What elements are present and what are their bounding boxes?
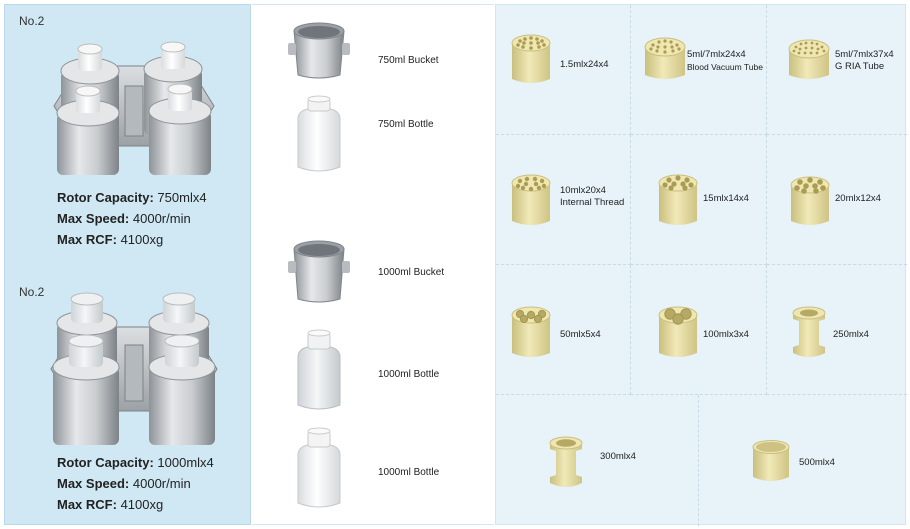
adapter-cell-10: 300mlx4	[496, 395, 699, 526]
rotor-1-image	[53, 41, 215, 175]
adapter-cell-6: 20mlx12x4	[767, 135, 907, 265]
rotor-2-image	[50, 292, 218, 445]
adapter-cell-5: 15mlx14x4	[631, 135, 767, 265]
accessory-label: 750ml Bucket	[378, 55, 439, 66]
adapter-image	[658, 306, 698, 357]
rotor-2-specs: Rotor Capacity: 1000mlx4 Max Speed: 4000…	[57, 452, 214, 515]
bucket-image	[288, 240, 350, 303]
adapter-image	[644, 37, 686, 79]
adapter-cell-1: 1.5mlx24x4	[496, 5, 631, 135]
adapter-label: 20mlx12x4	[835, 193, 881, 204]
adapter-label: 100mlx3x4	[703, 329, 749, 340]
adapter-cell-9: 250mlx4	[767, 265, 907, 395]
adapter-image	[511, 34, 551, 83]
adapter-cell-7: 50mlx5x4	[496, 265, 631, 395]
rotor-1-model: No.2	[19, 14, 45, 28]
adapter-label: 50mlx5x4	[560, 329, 601, 340]
adapter-image	[511, 306, 551, 357]
accessory-label: 1000ml Bottle	[378, 369, 440, 380]
adapter-image	[788, 39, 830, 79]
adapter-label: 1.5mlx24x4	[560, 59, 609, 70]
rotor-1-specs: Rotor Capacity: 750mlx4 Max Speed: 4000r…	[57, 187, 207, 250]
bottle-image	[297, 95, 341, 172]
accessory-panel: 750ml Bucket 750ml Bottle 1000ml Bucket …	[252, 4, 494, 525]
rotor-1-capacity: Rotor Capacity: 750mlx4	[57, 190, 207, 205]
adapter-label: 500mlx4	[799, 457, 835, 468]
adapter-image	[790, 176, 830, 225]
adapter-label: 300mlx4	[600, 451, 636, 462]
rotor-1-speed: Max Speed: 4000r/min	[57, 211, 191, 226]
rotor-2-model: No.2	[19, 285, 45, 299]
adapter-cell-11: 500mlx4	[699, 395, 907, 526]
rotor-2-speed: Max Speed: 4000r/min	[57, 476, 191, 491]
adapter-cell-8: 100mlx3x4	[631, 265, 767, 395]
accessory-label: 750ml Bottle	[378, 119, 434, 130]
rotor-panel: No.2 Rotor Capacity: 750m	[4, 4, 251, 525]
adapter-image	[511, 174, 551, 225]
adapter-image	[658, 174, 698, 225]
bottle-image	[297, 329, 341, 410]
accessory-label: 1000ml Bucket	[378, 267, 445, 278]
bottle-image	[297, 427, 341, 508]
adapter-label: 15mlx14x4	[703, 193, 749, 204]
adapter-image	[549, 436, 583, 487]
bucket-image	[288, 22, 350, 79]
rotor-1-rcf: Max RCF: 4100xg	[57, 232, 164, 247]
rotor-2-capacity: Rotor Capacity: 1000mlx4	[57, 455, 214, 470]
adapter-label: 250mlx4	[833, 329, 869, 340]
adapter-image	[792, 306, 826, 357]
rotor-2-rcf: Max RCF: 4100xg	[57, 497, 164, 512]
accessory-label: 1000ml Bottle	[378, 467, 440, 478]
adapter-image	[752, 440, 790, 481]
